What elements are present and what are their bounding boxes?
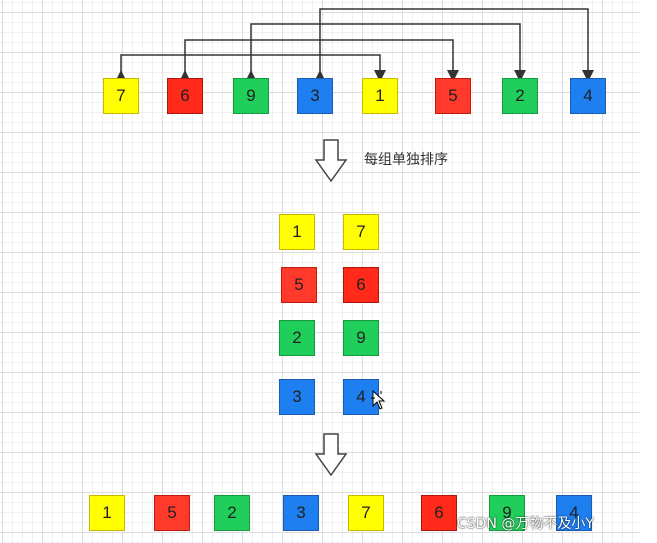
original-box-1: 7: [103, 78, 139, 114]
box-value: 1: [292, 222, 302, 241]
group-yellow-box-1: 1: [279, 214, 315, 250]
box-value: 3: [310, 86, 320, 105]
box-value: 7: [356, 222, 366, 241]
down-arrow-icon: [314, 139, 348, 183]
group-blue-box-1: 3: [279, 379, 315, 415]
box-value: 3: [292, 387, 302, 406]
box-value: 2: [515, 86, 525, 105]
group-green-box-1: 2: [279, 320, 315, 356]
box-value: 6: [434, 503, 444, 522]
box-value: 5: [448, 86, 458, 105]
box-value: 4: [569, 503, 579, 522]
box-value: 1: [102, 503, 112, 522]
box-value: 1: [375, 86, 385, 105]
group-yellow-box-2: 7: [343, 214, 379, 250]
box-value: 5: [167, 503, 177, 522]
step-caption: 每组单独排序: [364, 152, 448, 168]
right-margin: [640, 0, 657, 543]
connector-red-group: [179, 39, 459, 82]
group-red-box-2: 6: [343, 267, 379, 303]
original-box-6: 5: [435, 78, 471, 114]
box-value: 6: [180, 86, 190, 105]
box-value: 3: [296, 503, 306, 522]
original-box-5: 1: [362, 78, 398, 114]
group-green-box-2: 9: [343, 320, 379, 356]
connector-green-group: [245, 23, 526, 82]
original-box-2: 6: [167, 78, 203, 114]
connector-blue-group: [314, 8, 594, 82]
result-box-3: 2: [214, 495, 250, 531]
box-value: 5: [294, 275, 304, 294]
move-cursor-icon: [371, 390, 386, 410]
box-value: 2: [292, 328, 302, 347]
result-box-7: 9: [489, 495, 525, 531]
group-red-box-1: 5: [281, 267, 317, 303]
result-box-8: 4: [556, 495, 592, 531]
box-value: 7: [361, 503, 371, 522]
box-value: 4: [583, 86, 593, 105]
watermark-text: CSDN @万物不及小Y: [457, 516, 594, 532]
result-box-1: 1: [89, 495, 125, 531]
original-box-7: 2: [502, 78, 538, 114]
result-box-2: 5: [154, 495, 190, 531]
box-value: 9: [356, 328, 366, 347]
box-value: 4: [356, 387, 366, 406]
original-box-4: 3: [297, 78, 333, 114]
box-value: 9: [502, 503, 512, 522]
original-box-8: 4: [570, 78, 606, 114]
result-box-4: 3: [283, 495, 319, 531]
down-arrow-icon: [314, 433, 348, 477]
box-value: 9: [246, 86, 256, 105]
result-box-5: 7: [348, 495, 384, 531]
result-box-6: 6: [421, 495, 457, 531]
original-box-3: 9: [233, 78, 269, 114]
box-value: 6: [356, 275, 366, 294]
box-value: 7: [116, 86, 126, 105]
box-value: 2: [227, 503, 237, 522]
